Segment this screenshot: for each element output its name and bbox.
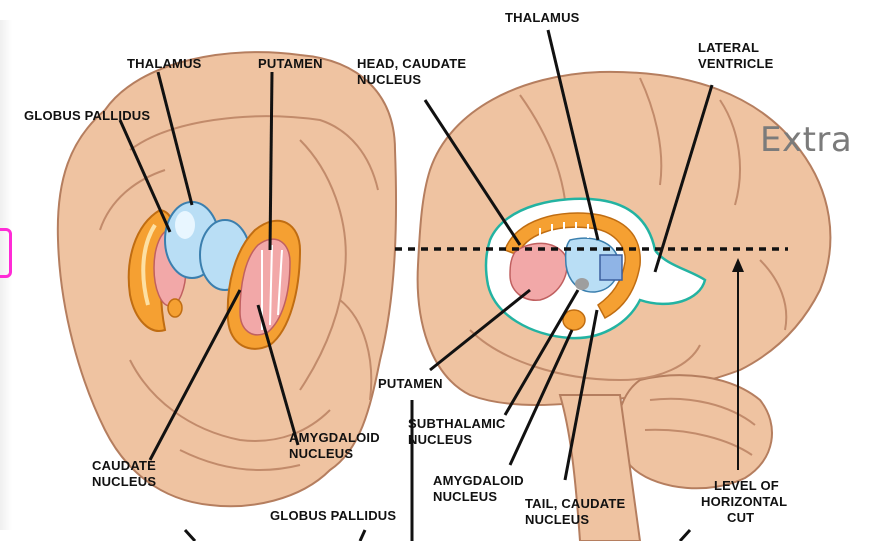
label-subthalamic-1: SUBTHALAMIC: [408, 416, 506, 431]
label-lateral-ventricle-2: VENTRICLE: [698, 56, 774, 71]
label-amygdaloid-right-2: NUCLEUS: [433, 489, 497, 504]
label-left-globus-pallidus: GLOBUS PALLIDUS: [24, 108, 150, 123]
label-level-2: HORIZONTAL: [701, 494, 787, 509]
label-left-amygdaloid-2: NUCLEUS: [289, 446, 353, 461]
label-right-thalamus: THALAMUS: [505, 10, 580, 25]
label-subthalamic-2: NUCLEUS: [408, 432, 472, 447]
label-lateral-ventricle-1: LATERAL: [698, 40, 759, 55]
right-thalamus-block: [600, 255, 622, 280]
left-thalamus-highlight: [175, 211, 195, 239]
label-globus-bottom: GLOBUS PALLIDUS: [270, 508, 396, 523]
label-left-caudate-1: CAUDATE: [92, 458, 156, 473]
leader-bottom-globus: [185, 530, 195, 541]
extra-overlay-text: Extra: [760, 120, 852, 160]
right-subthalamic-shape: [575, 278, 589, 290]
label-left-thalamus: THALAMUS: [127, 56, 202, 71]
label-level-3: CUT: [727, 510, 754, 525]
leader-left-putamen: [270, 72, 272, 250]
label-left-putamen: PUTAMEN: [258, 56, 323, 71]
label-amygdaloid-right-1: AMYGDALOID: [433, 473, 524, 488]
leader-bottom-right: [680, 530, 690, 541]
label-level-1: LEVEL OF: [714, 478, 779, 493]
label-head-caudate-2: NUCLEUS: [357, 72, 421, 87]
label-tail-caudate-2: NUCLEUS: [525, 512, 589, 527]
label-head-caudate-1: HEAD, CAUDATE: [357, 56, 466, 71]
label-tail-caudate-1: TAIL, CAUDATE: [525, 496, 625, 511]
label-left-amygdaloid-1: AMYGDALOID: [289, 430, 380, 445]
leader-globus-bottom: [360, 530, 365, 541]
label-putamen-mid: PUTAMEN: [378, 376, 443, 391]
right-cerebellum: [618, 375, 772, 488]
label-left-caudate-2: NUCLEUS: [92, 474, 156, 489]
left-amygdala-shape: [168, 299, 182, 317]
